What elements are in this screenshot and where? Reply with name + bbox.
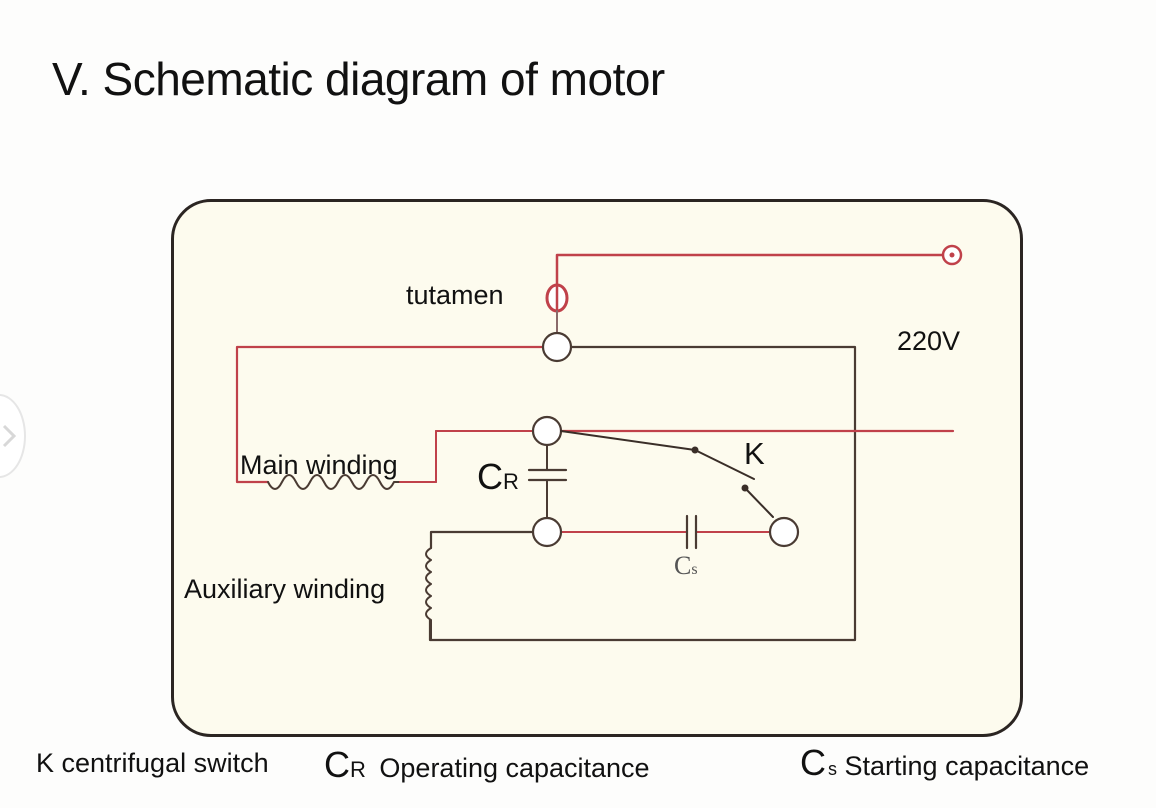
terminal-mid: [531, 415, 563, 447]
auxiliary-winding-label: Auxiliary winding: [184, 574, 386, 604]
voltage-label: 220V: [897, 326, 961, 356]
legend-switch: K centrifugal switch: [36, 748, 269, 778]
run-capacitor-label: CR: [477, 456, 519, 497]
page-title: V. Schematic diagram of motor: [52, 53, 665, 105]
diagram-panel: [171, 199, 1023, 737]
terminal-switch: [768, 516, 800, 548]
main-winding-live-wire: [235, 345, 547, 484]
terminal-top: [541, 331, 573, 363]
terminal-bottom: [531, 516, 563, 548]
main-winding-coil: [267, 430, 534, 490]
live-wire-top: [555, 253, 947, 292]
main-winding-label: Main winding: [240, 450, 398, 480]
legend-run-capacitor: CR Operating capacitance: [324, 744, 650, 785]
centrifugal-switch-arm: [560, 430, 696, 451]
start-capacitor-label: Cs: [674, 551, 698, 580]
tutamen-label: tutamen: [406, 280, 504, 310]
chevron-left-icon: [2, 424, 16, 448]
auxiliary-winding-coil: [425, 547, 432, 641]
switch-k-label: K: [744, 436, 765, 471]
